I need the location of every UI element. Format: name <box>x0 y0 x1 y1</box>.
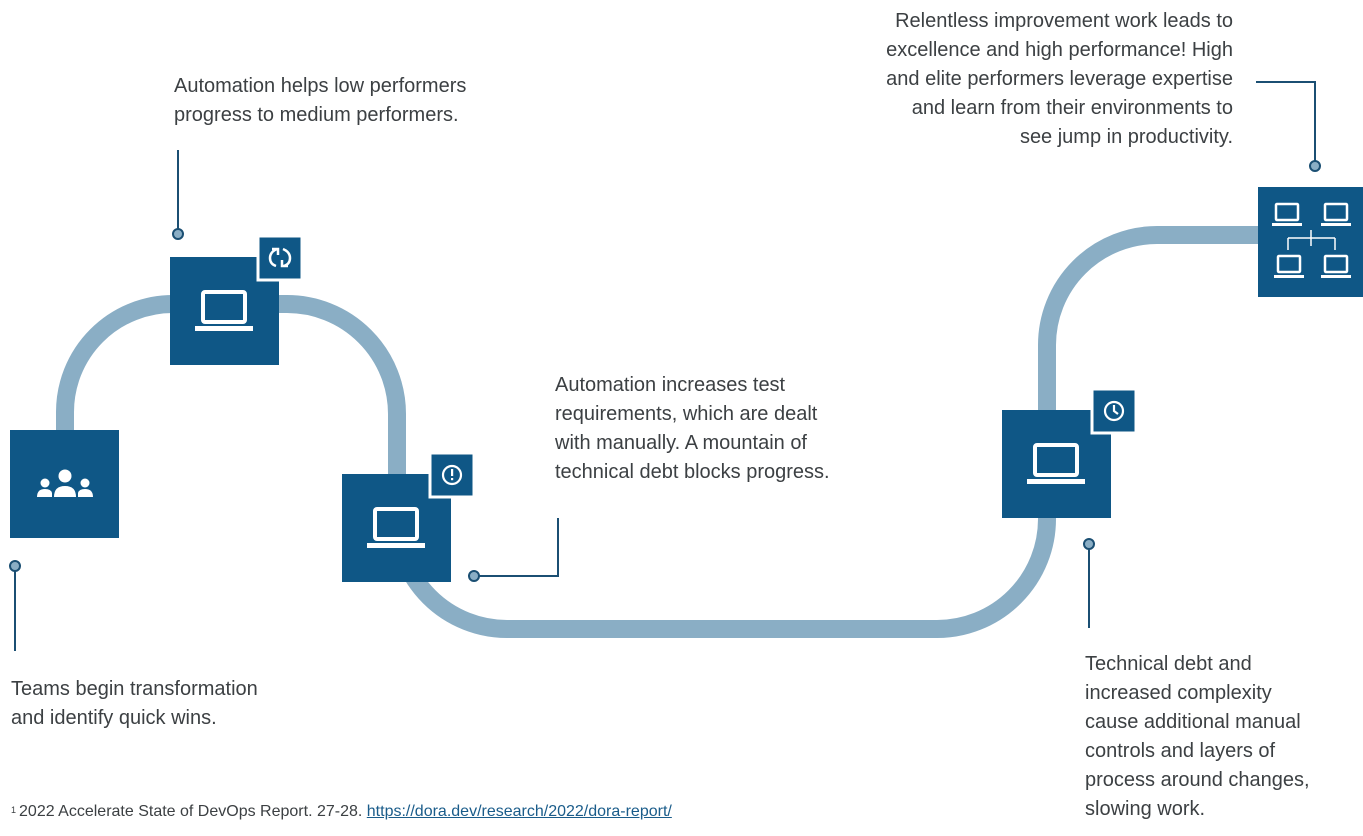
stage-tile-automation-low <box>170 234 304 365</box>
label-line: see jump in productivity. <box>1019 126 1233 148</box>
stage-tile-elite <box>1258 187 1363 297</box>
label-line: increased complexity <box>1085 682 1272 704</box>
stage-tile-tech-debt <box>1002 387 1138 518</box>
connector-automation-low <box>172 150 184 240</box>
label-line: requirements, which are dealt <box>555 403 818 425</box>
label-automation-debt: Automation increases test requirements, … <box>555 371 895 487</box>
label-line: and identify quick wins. <box>11 707 217 729</box>
connector-tech-debt <box>1083 538 1095 628</box>
connector-relentless <box>1256 81 1321 172</box>
sync-arrows-icon <box>268 247 292 268</box>
label-line: excellence and high performance! High <box>886 39 1233 61</box>
label-line: Automation increases test <box>555 374 786 396</box>
footnote-marker: 1 <box>11 805 17 815</box>
laptop-icon <box>1027 443 1085 484</box>
alert-circle-icon <box>441 464 463 486</box>
network-laptops-icon <box>1272 202 1351 278</box>
footnote-link[interactable]: https://dora.dev/research/2022/dora-repo… <box>366 803 672 820</box>
label-line: slowing work. <box>1085 798 1206 820</box>
label-tech-debt: Technical debt and increased complexity … <box>1085 650 1355 824</box>
label-line: progress to medium performers. <box>174 104 459 126</box>
stage-tile-automation-debt <box>342 451 476 582</box>
stage-tile-teams <box>10 430 119 538</box>
label-line: and elite performers leverage expertise <box>886 68 1233 90</box>
label-line: cause additional manual <box>1085 711 1301 733</box>
label-line: Technical debt and <box>1085 653 1252 675</box>
connector-automation-debt <box>468 518 559 582</box>
label-line: controls and layers of <box>1085 740 1276 762</box>
laptop-icon <box>367 507 425 548</box>
label-teams: Teams begin transformation and identify … <box>11 675 331 733</box>
people-group-icon <box>37 469 93 497</box>
label-line: and learn from their environments to <box>911 97 1233 119</box>
label-relentless: Relentless improvement work leads to exc… <box>800 7 1233 152</box>
label-line: Teams begin transformation <box>11 678 258 700</box>
label-line: Automation helps low performers <box>174 75 467 97</box>
footnote-text: 2022 Accelerate State of DevOps Report. … <box>19 803 363 820</box>
laptop-icon <box>195 290 253 331</box>
label-line: process around changes, <box>1085 769 1310 791</box>
label-line: with manually. A mountain of <box>555 432 807 454</box>
progress-track <box>56 226 1270 638</box>
clock-icon <box>1103 400 1125 422</box>
label-line: Relentless improvement work leads to <box>895 10 1233 32</box>
label-automation-low: Automation helps low performers progress… <box>174 72 534 130</box>
label-line: technical debt blocks progress. <box>555 461 830 483</box>
connector-teams <box>9 560 21 651</box>
